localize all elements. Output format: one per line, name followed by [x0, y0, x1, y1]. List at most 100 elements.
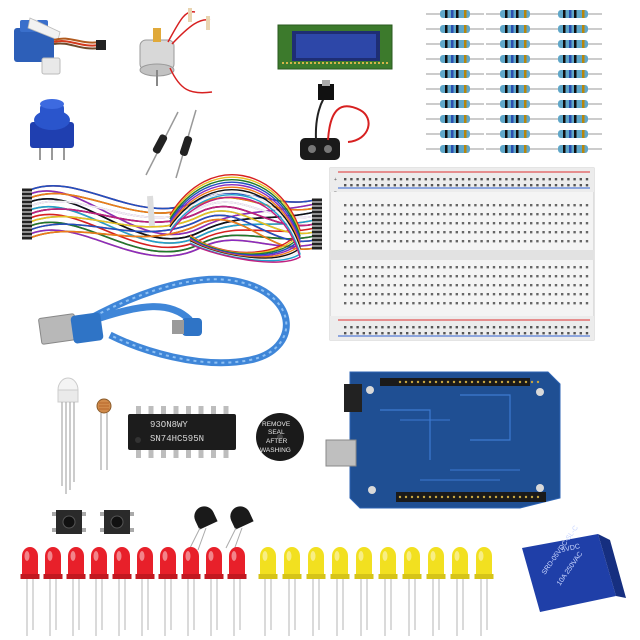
terminal-hole	[517, 266, 520, 269]
terminal-hole	[399, 266, 403, 269]
rail-hole	[350, 326, 353, 329]
terminal-hole	[523, 240, 527, 243]
yellow-led	[258, 547, 278, 636]
yellow-led	[402, 547, 422, 636]
terminal-hole	[437, 284, 440, 287]
header-pin	[452, 495, 456, 499]
terminal-hole	[567, 302, 570, 305]
header-pin	[530, 380, 534, 384]
terminal-hole	[412, 222, 415, 225]
terminal-hole	[573, 222, 576, 225]
rail-hole	[468, 332, 471, 335]
terminal-hole	[375, 275, 378, 278]
terminal-hole	[356, 213, 359, 216]
rail-hole	[468, 178, 471, 181]
terminal-hole	[375, 266, 378, 269]
terminal-hole	[393, 266, 396, 269]
rail-hole	[437, 326, 440, 329]
terminal-hole	[511, 266, 514, 269]
terminal-hole	[573, 266, 576, 269]
rail-hole	[561, 326, 564, 329]
header-pin	[434, 380, 438, 384]
terminal-hole	[381, 275, 384, 278]
yellow-led	[306, 547, 326, 636]
terminal-hole	[573, 284, 576, 287]
terminal-hole	[399, 231, 403, 234]
terminal-hole	[468, 222, 471, 225]
red-led	[135, 547, 155, 636]
terminal-hole	[437, 293, 440, 296]
terminal-hole	[461, 266, 465, 269]
terminal-hole	[430, 222, 434, 225]
rail-hole	[418, 332, 421, 335]
terminal-hole	[554, 284, 558, 287]
rail-hole	[344, 332, 347, 335]
terminal-hole	[418, 275, 421, 278]
rail-hole	[554, 332, 558, 335]
chip-pin	[211, 448, 216, 458]
rail-hole	[567, 326, 570, 329]
rail-hole	[399, 178, 403, 181]
terminal-hole	[387, 302, 390, 305]
terminal-hole	[437, 275, 440, 278]
header-pin	[512, 380, 516, 384]
terminal-hole	[350, 284, 353, 287]
red-led	[89, 547, 109, 636]
terminal-hole	[474, 275, 477, 278]
terminal-hole	[573, 293, 576, 296]
rail-hole	[350, 332, 353, 335]
resistor	[426, 145, 484, 153]
rail-hole	[492, 178, 496, 181]
terminal-hole	[381, 222, 384, 225]
rail-hole	[362, 332, 365, 335]
resistor	[426, 115, 484, 123]
terminal-hole	[362, 293, 365, 296]
terminal-hole	[461, 204, 465, 207]
terminal-hole	[387, 213, 390, 216]
rail-hole	[523, 184, 527, 187]
terminal-hole	[567, 231, 570, 234]
header-pin	[470, 495, 474, 499]
terminal-hole	[505, 266, 508, 269]
terminal-hole	[554, 222, 558, 225]
terminal-hole	[399, 275, 403, 278]
rail-hole	[530, 178, 533, 181]
terminal-hole	[449, 302, 452, 305]
terminal-hole	[548, 284, 551, 287]
rail-hole	[492, 332, 496, 335]
header-pin	[500, 495, 504, 499]
terminal-hole	[362, 240, 365, 243]
terminal-hole	[449, 222, 452, 225]
terminal-hole	[561, 266, 564, 269]
terminal-hole	[480, 275, 483, 278]
terminal-hole	[474, 222, 477, 225]
shift-register-chip: 93ON8WY SN74HC595N	[128, 406, 236, 458]
rail-hole	[554, 184, 558, 187]
terminal-hole	[443, 293, 446, 296]
terminal-hole	[356, 266, 359, 269]
wire-tie	[147, 195, 155, 227]
terminal-hole	[393, 222, 396, 225]
terminal-hole	[492, 204, 496, 207]
terminal-hole	[350, 275, 353, 278]
header-pin	[410, 380, 414, 384]
rail-hole	[486, 184, 489, 187]
resistor	[544, 70, 602, 78]
rail-hole	[567, 178, 570, 181]
rail-hole	[505, 184, 508, 187]
rail-hole	[387, 178, 390, 181]
rail-hole	[585, 332, 589, 335]
rail-hole	[542, 326, 545, 329]
rail-hole	[492, 184, 496, 187]
terminal-hole	[517, 284, 520, 287]
terminal-hole	[399, 240, 403, 243]
terminal-hole	[393, 204, 396, 207]
terminal-hole	[567, 240, 570, 243]
terminal-hole	[461, 275, 465, 278]
terminal-hole	[536, 302, 539, 305]
header-pin	[476, 380, 480, 384]
header-pin	[422, 380, 426, 384]
terminal-hole	[412, 293, 415, 296]
terminal-hole	[418, 266, 421, 269]
rail-hole	[443, 178, 446, 181]
